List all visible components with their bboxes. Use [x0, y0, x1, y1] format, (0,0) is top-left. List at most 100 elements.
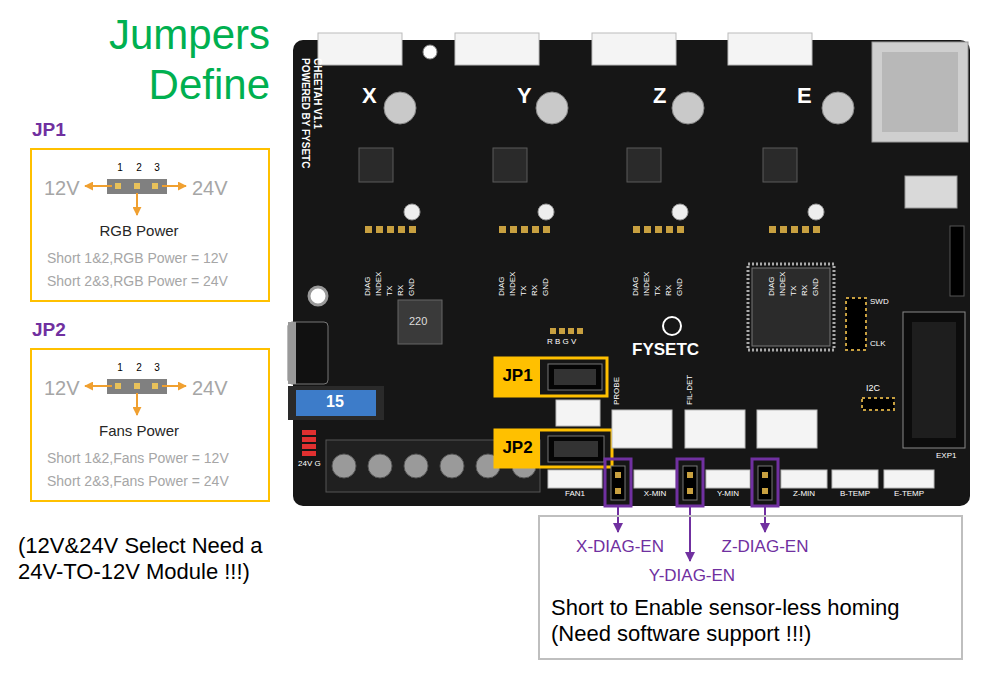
exp-connector: [912, 322, 956, 438]
pin-label: GND: [676, 278, 685, 296]
port-label: B-TEMP: [830, 490, 880, 499]
pin-header: [107, 379, 167, 394]
capacitor: [672, 92, 704, 124]
driver-chip: [627, 148, 661, 182]
pin-label: SWD: [870, 298, 889, 307]
pin-label: R B G V: [547, 338, 576, 347]
port-label: X-MIN: [630, 490, 680, 499]
pin: [677, 226, 684, 233]
pin: [577, 328, 583, 334]
pin-label: 24V G: [298, 460, 321, 469]
highlight-frame: [677, 459, 703, 506]
power-pin: [302, 451, 316, 456]
pin: [115, 383, 121, 389]
voltage-label: 12V: [44, 377, 80, 400]
potentiometer: [808, 204, 824, 220]
pin: [365, 226, 372, 233]
pin: [115, 183, 121, 189]
rail-name: Fans Power: [79, 422, 199, 439]
pin: [633, 226, 640, 233]
port-label: PROBE: [613, 377, 622, 405]
setting-note: Short 2&3,RGB Power = 24V: [47, 273, 228, 289]
port-label: FIL-DET: [686, 375, 695, 405]
pin-label: RX: [665, 285, 674, 296]
mcu-pins: [748, 264, 834, 350]
power-pin: [302, 437, 316, 442]
motor-connector: [455, 33, 539, 65]
driver-header: [365, 226, 820, 233]
exp-connector: [903, 312, 965, 448]
pin-number: 2: [129, 162, 149, 174]
capacitor: [288, 322, 328, 384]
pin: [521, 226, 528, 233]
callout-box: JP2: [495, 430, 540, 467]
pin-label: GND: [408, 278, 417, 296]
pin: [398, 226, 405, 233]
pin-label: TX: [790, 286, 799, 296]
pin: [550, 328, 556, 334]
pin-number: 1: [110, 362, 130, 374]
pin: [152, 183, 158, 189]
fuse-rating: 15: [326, 393, 344, 411]
jumper-label: Z-DIAG-EN: [705, 537, 825, 557]
diag-jumper: [611, 466, 625, 500]
diag-jumper: [683, 466, 697, 500]
pin: [152, 383, 158, 389]
axis-letter: E: [797, 84, 812, 108]
motor-connector: [592, 33, 676, 65]
pin: [510, 226, 517, 233]
pin-label: TX: [520, 286, 529, 296]
pin-label: GND: [812, 278, 821, 296]
pin-number: 2: [129, 362, 149, 374]
pin: [644, 226, 651, 233]
pin-label: TX: [386, 286, 395, 296]
pin-header: [107, 179, 167, 194]
pin: [559, 328, 565, 334]
orange-arrow: [136, 393, 138, 415]
mcu-chip: [752, 268, 830, 346]
pin: [615, 488, 621, 494]
port-connector: [781, 470, 827, 488]
pin-label: INDEX: [643, 272, 652, 296]
port-label: E-TEMP: [884, 490, 934, 499]
pin: [780, 226, 787, 233]
note-box: X-DIAG-ENY-DIAG-ENZ-DIAG-ENShort to Enab…: [538, 515, 963, 660]
pin-label: RX: [531, 285, 540, 296]
terminal-screw: [332, 454, 356, 478]
pin-header: [950, 226, 964, 296]
board-name: CHEETAH V1.1: [312, 58, 323, 129]
potentiometer: [672, 204, 688, 220]
pin: [615, 472, 621, 478]
mounting-hole: [309, 287, 327, 305]
pin: [687, 472, 693, 478]
voltage-label: 24V: [192, 377, 228, 400]
axis-letter: Y: [517, 84, 532, 108]
pin: [568, 328, 574, 334]
module-note: (12V&24V Select Need a 24V-TO-12V Module…: [18, 533, 298, 586]
axis-letter: Z: [653, 84, 666, 108]
sd-card-slot: [872, 42, 968, 142]
port-label: Z-MIN: [779, 490, 829, 499]
capacitor: [536, 92, 568, 124]
setting-note: Short 2&3,Fans Power = 24V: [47, 473, 229, 489]
page-title: Jumpers Define: [92, 10, 270, 111]
pin-label: INDEX: [375, 272, 384, 296]
pin: [769, 226, 776, 233]
pin-label: DIAG: [768, 276, 777, 296]
sd-card-slot: [882, 52, 958, 132]
port-connector: [556, 400, 600, 426]
jumper-shunt: [554, 369, 596, 385]
pin: [655, 226, 662, 233]
leader-arrow: [617, 507, 619, 532]
voltage-label: 24V: [192, 177, 228, 200]
orange-arrow: [85, 385, 112, 387]
port-label: Y-MIN: [703, 490, 753, 499]
note-text: Short to Enable sensor-less homing (Need…: [551, 595, 941, 648]
inductor: [398, 300, 442, 344]
port-connector: [685, 410, 745, 448]
diag-jumper: [758, 466, 772, 500]
power-pin: [302, 430, 316, 435]
pin: [532, 226, 539, 233]
pin: [543, 226, 550, 233]
i2c-header: [862, 398, 894, 410]
